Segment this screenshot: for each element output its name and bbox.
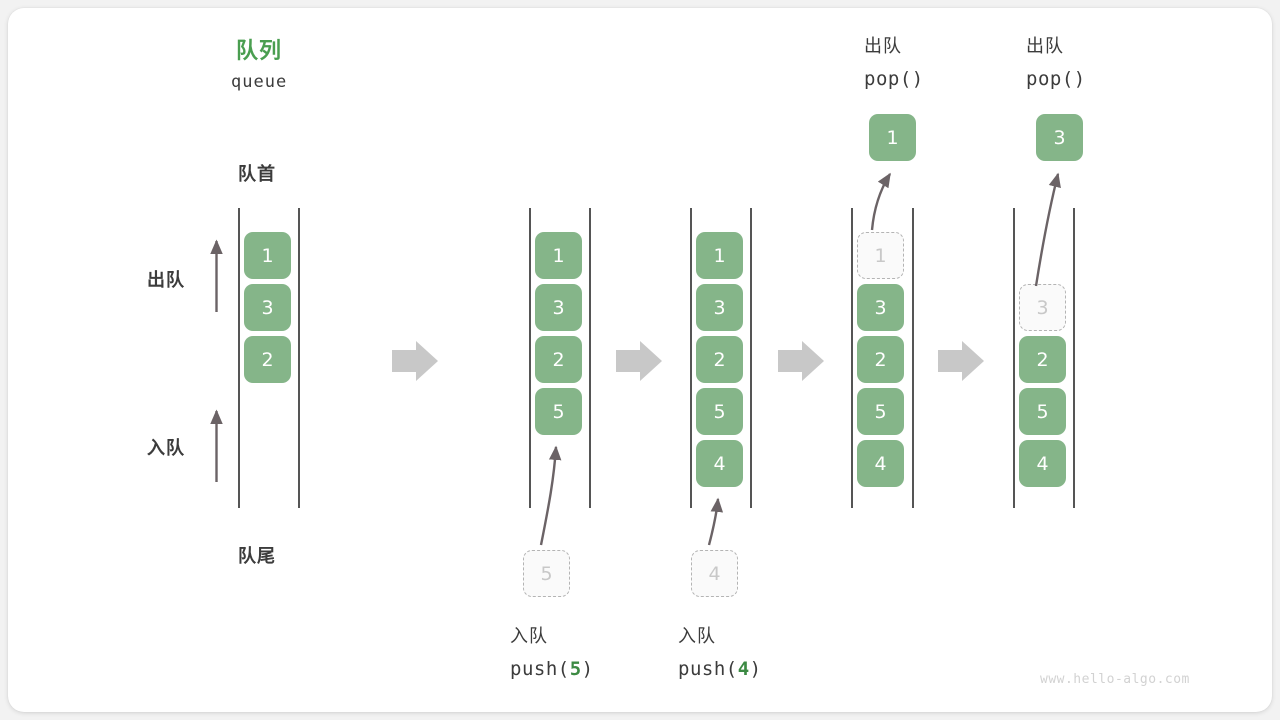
popped-element: 1 bbox=[869, 114, 916, 161]
queue-front-label: 队首 bbox=[238, 164, 276, 184]
diagram-title-en: queue bbox=[231, 72, 288, 92]
caption-code-prefix: push( bbox=[678, 658, 738, 680]
caption-code-number: 5 bbox=[569, 658, 582, 680]
queue-rail-right bbox=[750, 208, 752, 508]
queue-cell: 5 bbox=[1019, 388, 1066, 435]
diagram-stage: 队列 queue 队首 队尾 出队 入队 1 3 2 1 3 2 5 5 入队 … bbox=[8, 8, 1272, 712]
queue-cell: 2 bbox=[244, 336, 291, 383]
column-top-title-cn: 出队 bbox=[864, 36, 902, 56]
column-top-title-cn: 出队 bbox=[1026, 36, 1064, 56]
queue-rail-right bbox=[298, 208, 300, 508]
push-arrow-5 bbox=[539, 445, 562, 546]
popped-element: 3 bbox=[1036, 114, 1083, 161]
queue-cell: 5 bbox=[535, 388, 582, 435]
diagram-title-cn: 队列 bbox=[236, 38, 283, 63]
dequeue-side-label: 出队 bbox=[147, 270, 185, 290]
queue-cell: 4 bbox=[696, 440, 743, 487]
column-caption-code: push(4) bbox=[678, 658, 762, 680]
pop-arrow-3 bbox=[1034, 172, 1061, 287]
queue-rail-left bbox=[238, 208, 240, 508]
queue-cell-removed: 1 bbox=[857, 232, 904, 279]
queue-rear-label: 队尾 bbox=[238, 546, 276, 566]
queue-rail-left bbox=[851, 208, 853, 508]
transition-arrow bbox=[392, 341, 438, 381]
push-arrow-4 bbox=[707, 497, 724, 546]
pop-arrow-1 bbox=[870, 172, 892, 231]
column-top-title-code: pop() bbox=[1026, 68, 1086, 90]
incoming-element-ghost: 4 bbox=[691, 550, 738, 597]
queue-rail-left bbox=[690, 208, 692, 508]
column-top-title-code: pop() bbox=[864, 68, 924, 90]
column-caption-cn: 入队 bbox=[678, 626, 716, 646]
column-caption-code: push(5) bbox=[510, 658, 594, 680]
queue-rail-left bbox=[529, 208, 531, 508]
column-caption-cn: 入队 bbox=[510, 626, 548, 646]
queue-rail-right bbox=[589, 208, 591, 508]
transition-arrow bbox=[938, 341, 984, 381]
caption-code-suffix: ) bbox=[581, 658, 594, 680]
queue-cell: 2 bbox=[535, 336, 582, 383]
caption-code-prefix: push( bbox=[510, 658, 570, 680]
queue-cell: 4 bbox=[857, 440, 904, 487]
queue-cell-removed: 3 bbox=[1019, 284, 1066, 331]
queue-rail-right bbox=[1073, 208, 1075, 508]
queue-cell: 1 bbox=[535, 232, 582, 279]
queue-rail-left bbox=[1013, 208, 1015, 508]
queue-cell: 1 bbox=[244, 232, 291, 279]
queue-rail-right bbox=[912, 208, 914, 508]
queue-cell: 5 bbox=[857, 388, 904, 435]
queue-cell: 3 bbox=[535, 284, 582, 331]
diagram-card: 队列 queue 队首 队尾 出队 入队 1 3 2 1 3 2 5 5 入队 … bbox=[8, 8, 1272, 712]
queue-cell: 3 bbox=[857, 284, 904, 331]
queue-cell: 4 bbox=[1019, 440, 1066, 487]
queue-cell: 3 bbox=[696, 284, 743, 331]
queue-cell: 3 bbox=[244, 284, 291, 331]
queue-cell: 2 bbox=[696, 336, 743, 383]
caption-code-suffix: ) bbox=[749, 658, 762, 680]
arrows-overlay bbox=[210, 172, 1061, 546]
queue-cell: 2 bbox=[857, 336, 904, 383]
caption-code-number: 4 bbox=[737, 658, 750, 680]
enqueue-side-label: 入队 bbox=[147, 438, 185, 458]
watermark: www.hello-algo.com bbox=[1040, 672, 1190, 687]
queue-cell: 2 bbox=[1019, 336, 1066, 383]
queue-cell: 1 bbox=[696, 232, 743, 279]
transition-arrow bbox=[616, 341, 662, 381]
transition-arrow bbox=[778, 341, 824, 381]
incoming-element-ghost: 5 bbox=[523, 550, 570, 597]
queue-cell: 5 bbox=[696, 388, 743, 435]
